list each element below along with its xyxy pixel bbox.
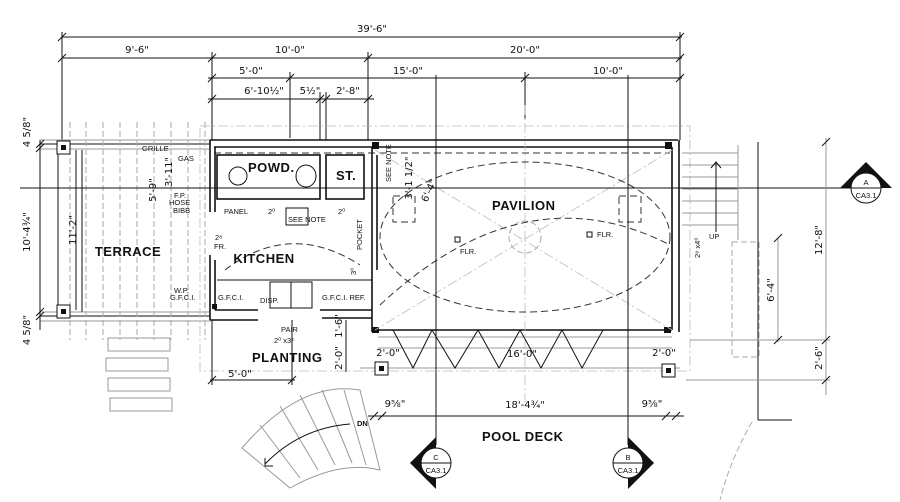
door-right: 2⁸ x4⁰ (693, 238, 702, 258)
note-wp-gfci: G.F.C.I. (170, 293, 195, 302)
toilet-icon (228, 166, 248, 186)
dim-right-post: 9⅝" (642, 399, 663, 410)
section-a-letter: A (863, 178, 868, 187)
room-label-kitchen: KITCHEN (233, 251, 294, 266)
note-bibb: BIBB (173, 206, 190, 215)
dim-wall: 5½" (300, 85, 321, 97)
dim-pavilion-width: 20'-0" (510, 45, 540, 56)
note-gfci: G.F.C.I. (218, 293, 243, 302)
note-pair: PAIR (281, 325, 299, 334)
lavatory-icon (295, 164, 317, 188)
note-flr-2: FLR. (597, 230, 613, 239)
door-powder: 2⁰ (268, 207, 275, 216)
dim-6-4-right: 6'-4" (766, 278, 777, 302)
note-gas: GAS (178, 154, 194, 163)
exterior-stair-up (682, 142, 792, 501)
note-panel: PANEL (224, 207, 248, 216)
room-label-pavilion: PAVILION (492, 198, 555, 213)
left-dimensions: 4 5/8" 10'-4¾" 11'-2" 4 5/8" 5'-9" 3'-11… (22, 117, 175, 345)
section-a-sheet: CA3.1 (856, 191, 877, 200)
note-grille: GRILLE (142, 144, 169, 153)
dim-5-9: 5'-9" (148, 178, 159, 202)
terrace-pergola: TERRACE (39, 122, 211, 412)
dim-left-post: 9⅝" (385, 399, 406, 410)
dim-terrace-width: 9'-6" (125, 45, 149, 56)
dim-vert-2-0: 2'-0" (334, 346, 345, 370)
dim-opening: 18'-4¾" (505, 400, 545, 411)
label-up: UP (709, 232, 719, 241)
note-hose: HOSE (169, 198, 190, 207)
room-label-powder: POWD. (248, 160, 295, 175)
note-fr: FR. (214, 242, 226, 251)
room-label-pool-deck: POOL DECK (482, 429, 564, 444)
section-b-letter: B (625, 453, 630, 462)
annotations: GRILLE GAS F.P. HOSE BIBB PANEL SEE NOTE… (142, 144, 719, 345)
door-pocket: 3⁰ (349, 268, 358, 275)
curved-stair-down: DN (241, 388, 381, 489)
room-label-planting: PLANTING (252, 350, 322, 365)
room-label-storage: ST. (336, 168, 356, 183)
dim-terrace-inner: 11'-2" (68, 215, 79, 245)
right-dimensions: 12'-8" 6'-4" 2'-6" 6'-4" 3'-1 1/2" (404, 137, 831, 395)
dim-overall-width: 39'-6" (357, 24, 387, 35)
dim-service-width: 10'-0" (275, 45, 305, 56)
note-see-note-2: SEE NOTE (384, 144, 393, 182)
note-pocket: POCKET (355, 219, 364, 250)
note-see-note: SEE NOTE (288, 215, 326, 224)
label-dn: DN (357, 419, 368, 428)
bottom-dimensions: 5'-0" 9⅝" 18'-4¾" 9⅝" 2'-0" 2'-0" 16'-0"… (207, 314, 684, 421)
top-dimensions: 39'-6" 9'-6" 10'-0" 20'-0" 5'-0" 15'-0" … (57, 24, 685, 140)
floor-outlet-icon (454, 236, 461, 243)
note-gfci-ref: G.F.C.I. REF. (322, 293, 366, 302)
dim-storage-width: 2'-8" (336, 86, 360, 97)
note-fp: F.P. (174, 191, 186, 200)
dim-12-8: 12'-8" (814, 225, 825, 255)
dim-right-pier: 2'-0" (652, 348, 676, 359)
section-marker-c: C CA3.1 (410, 437, 452, 489)
section-marker-b: B CA3.1 (612, 437, 654, 489)
dim-vert-1-6: 1'-6" (334, 314, 345, 338)
dim-2-6: 2'-6" (814, 346, 825, 370)
room-label-terrace: TERRACE (95, 244, 161, 259)
dim-terrace-depth: 10'-4¾" (22, 212, 33, 252)
note-flr-1: FLR. (460, 247, 476, 256)
dim-3-1-half: 3'-1 1/2" (404, 157, 415, 200)
floor-outlet-icon (586, 231, 593, 238)
dim-post-bottom: 4 5/8" (22, 315, 33, 345)
note-disp: DISP. (260, 296, 279, 305)
dim-10-0: 10'-0" (593, 66, 623, 77)
dim-powder-width: 6'-10½" (244, 85, 284, 97)
dim-folding-door: 16'-0" (507, 349, 537, 360)
dim-left-pier: 2'-0" (376, 348, 400, 359)
dim-5-0: 5'-0" (239, 66, 263, 77)
dim-post-top: 4 5/8" (22, 117, 33, 147)
note-pair-size: 2⁰ x3² (274, 336, 294, 345)
section-b-sheet: CA3.1 (618, 466, 639, 475)
section-marker-a: A CA3.1 (840, 162, 892, 204)
dim-3-11: 3'-11" (164, 157, 175, 187)
door-storage: 2⁰ (338, 207, 345, 216)
note-wp: W.P. (174, 286, 189, 295)
dim-6-4-interior: 6'-4" (420, 178, 440, 204)
dim-15-0: 15'-0" (393, 66, 423, 77)
dim-planting-width: 5'-0" (228, 369, 252, 380)
door-2-8: 2⁸ (215, 233, 222, 242)
section-c-sheet: CA3.1 (426, 466, 447, 475)
section-c-letter: C (433, 453, 439, 462)
building-walls (199, 105, 691, 402)
